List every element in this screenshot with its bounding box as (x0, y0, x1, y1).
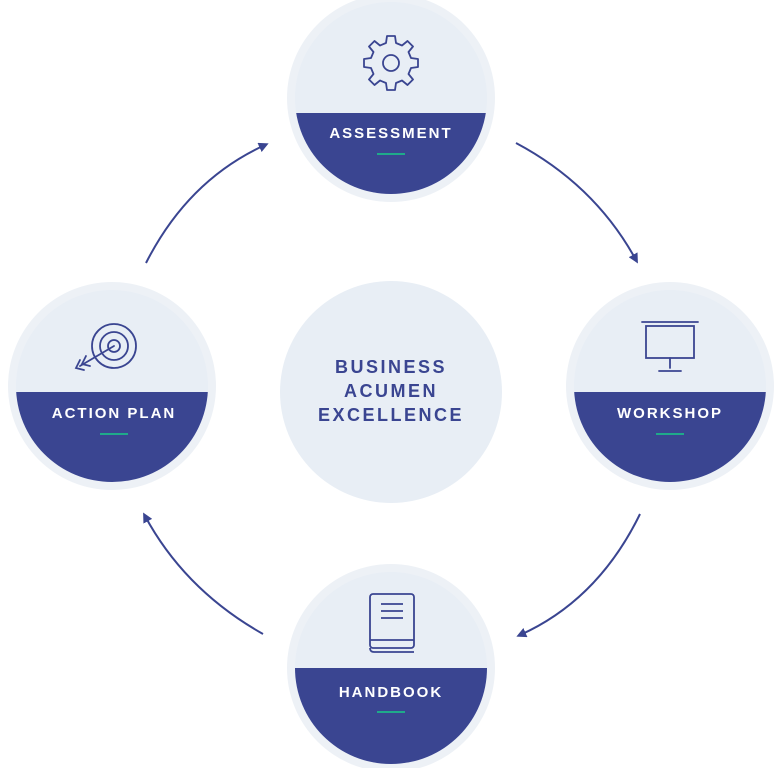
arrow-workshop-to-handbook (516, 513, 641, 638)
stage-action-plan: ACTION PLAN (8, 282, 216, 490)
stage-handbook: HANDBOOK (287, 564, 495, 768)
arrow-handbook-to-action (143, 512, 264, 635)
stage-workshop: WORKSHOP (566, 282, 774, 490)
arrow-assessment-to-workshop (515, 142, 638, 264)
target-arrow-icon (74, 323, 137, 371)
stage-action-plan-label: ACTION PLAN (52, 405, 177, 422)
stage-handbook-label: HANDBOOK (339, 684, 443, 701)
center-hub: BUSINESS ACUMEN EXCELLENCE (280, 281, 502, 503)
arrow-action-to-assessment (145, 142, 269, 264)
stage-assessment: ASSESSMENT (287, 0, 495, 202)
center-line-2: ACUMEN (344, 381, 438, 401)
center-line-3: EXCELLENCE (318, 405, 464, 425)
stage-assessment-label: ASSESSMENT (329, 125, 452, 142)
center-line-1: BUSINESS (335, 357, 447, 377)
book-icon (369, 593, 415, 653)
presentation-board-icon (641, 321, 699, 372)
stage-workshop-label: WORKSHOP (617, 405, 723, 422)
gear-icon (363, 35, 419, 91)
